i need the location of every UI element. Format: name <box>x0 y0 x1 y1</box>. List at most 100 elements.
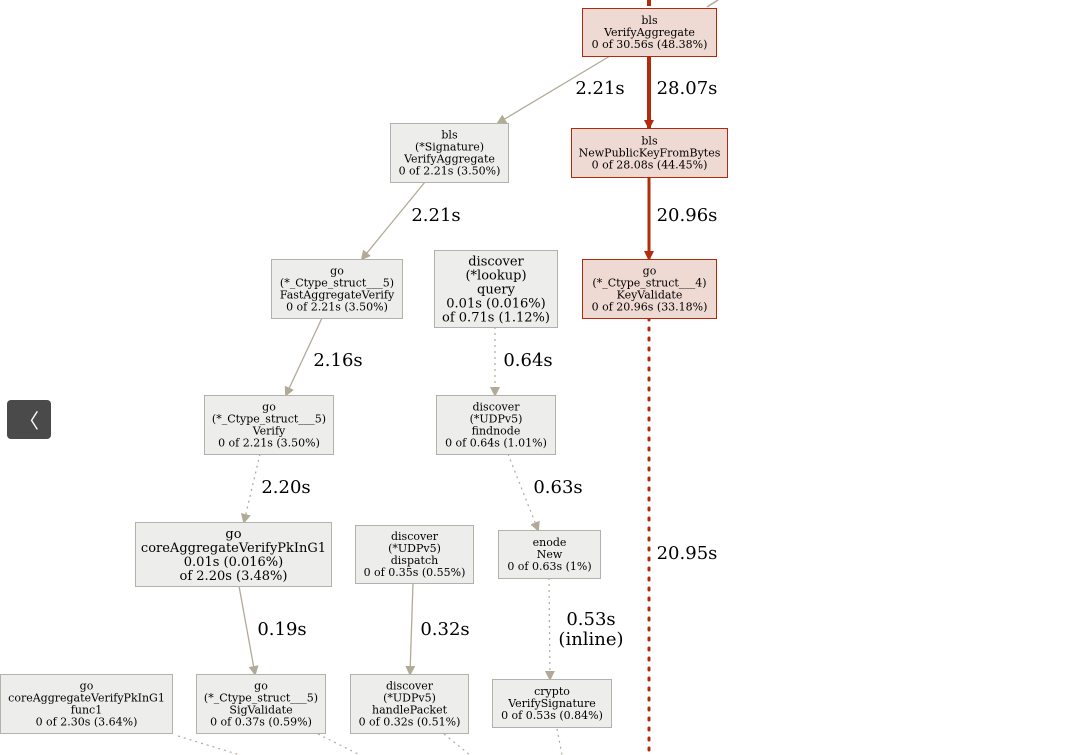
node-label-line: enode <box>533 536 567 549</box>
edge-label: 0.63s <box>533 477 582 498</box>
node-label-line: (*UDPv5) <box>470 413 523 426</box>
edge-bls_VerifyAggregate-to-bls_Signature_VerifyAggregate[interactable]: 2.21s <box>496 55 625 125</box>
node-label-line: 0 of 0.63s (1%) <box>507 560 591 573</box>
node-label-line: go <box>254 680 268 693</box>
node-label-line: of 0.71s (1.12%) <box>442 311 550 326</box>
edge-label: 28.07s <box>657 78 718 99</box>
node-label-line: discover <box>468 255 524 270</box>
collapse-panel-button[interactable]: 〈 <box>7 400 51 439</box>
node-label-line: go <box>80 680 94 693</box>
node-label-line: (*UDPv5) <box>388 542 441 555</box>
incoming-edge-cold <box>706 0 719 8</box>
edge-go_FastAggregateVerify-to-go_Verify[interactable]: 2.16s <box>284 317 363 397</box>
node-label-line: bls <box>441 129 458 142</box>
node-label-line: go <box>643 265 657 278</box>
edge-label: 0.53s <box>566 609 615 630</box>
node-label-line: VerifyAggregate <box>403 153 495 166</box>
node-label-line: coreAggregateVerifyPkInG1 <box>141 541 326 556</box>
node-label-line: 0 of 20.96s (33.18%) <box>592 301 708 314</box>
edge-bls_VerifyAggregate-to-bls_NewPublicKeyFromBytes[interactable]: 28.07s <box>644 56 718 130</box>
outgoing-edge-verifysignature <box>556 728 563 755</box>
edge-label: 0.19s <box>257 619 306 640</box>
node-label-line: NewPublicKeyFromBytes <box>579 147 721 160</box>
edge-discover_findnode-to-enode_New[interactable]: 0.63s <box>507 453 583 532</box>
node-label-line: 0 of 0.64s (1.01%) <box>445 437 547 450</box>
node-box <box>571 128 728 178</box>
node-label-line: discover <box>386 680 434 693</box>
edge-line <box>496 55 611 125</box>
node-label-line: dispatch <box>391 554 438 567</box>
outgoing-edge-sigvalidate <box>317 733 361 755</box>
node-label-line: 0 of 0.32s (0.51%) <box>359 716 461 729</box>
node-label-line: KeyValidate <box>617 289 683 302</box>
edge-bls_NewPublicKeyFromBytes-to-go_KeyValidate[interactable]: 20.96s <box>644 177 717 261</box>
edge-line <box>544 577 555 681</box>
node-label-line: VerifySignature <box>507 697 596 710</box>
node-label-line: (*_Ctype_struct___5) <box>212 413 326 426</box>
node-box <box>434 250 558 328</box>
node-label-line: (*_Ctype_struct___5) <box>204 692 318 705</box>
edge-label: 2.16s <box>313 350 362 371</box>
edge-go_KeyValidate-to-offscreen_below[interactable]: 20.95s <box>647 316 718 755</box>
node-label-line: (*_Ctype_struct___4) <box>592 277 706 290</box>
node-label-line: Verify <box>252 425 286 438</box>
node-label-line: 0 of 0.37s (0.59%) <box>210 716 312 729</box>
edge-label: 0.64s <box>503 350 552 371</box>
edge-enode_New-to-crypto_VerifySignature[interactable]: 0.53s(inline) <box>544 577 624 681</box>
node-label-line: query <box>477 283 516 298</box>
node-label-line: 0 of 30.56s (48.38%) <box>592 38 708 51</box>
edge-line <box>284 317 323 397</box>
node-label-line: FastAggregateVerify <box>280 289 395 302</box>
node-label-line: go <box>262 401 276 414</box>
edge-discover_lookup_query-to-discover_findnode[interactable]: 0.64s <box>490 327 553 397</box>
node-go_FastAggregateVerify[interactable]: go(*_Ctype_struct___5)FastAggregateVerif… <box>271 259 403 319</box>
edge-line <box>360 181 426 261</box>
node-label-line: go <box>225 527 241 542</box>
edge-label: 20.95s <box>657 543 718 564</box>
node-label-line: 0.01s (0.016%) <box>446 297 545 312</box>
node-box <box>135 522 332 587</box>
edge-bls_Signature_VerifyAggregate-to-go_FastAggregateVerify[interactable]: 2.21s <box>360 181 461 261</box>
node-label-line: VerifyAggregate <box>603 26 695 39</box>
edge-go_coreAggregateVerifyPkInG1-to-go_SigValidate[interactable]: 0.19s <box>238 585 307 676</box>
node-label-line: 0.01s (0.016%) <box>184 555 283 570</box>
edge-line <box>240 453 261 524</box>
node-label-line: handlePacket <box>372 704 448 717</box>
edge-go_Verify-to-go_coreAggregateVerifyPkInG1[interactable]: 2.20s <box>240 453 311 524</box>
node-box <box>582 259 717 319</box>
edge-line <box>507 453 540 532</box>
node-box <box>390 123 509 183</box>
node-label-line: bls <box>641 14 658 27</box>
node-label-line: discover <box>391 530 439 543</box>
node-box <box>271 259 403 319</box>
node-box <box>498 530 601 579</box>
node-label-line: func1 <box>71 704 102 717</box>
chevron-left-icon: 〈 <box>19 409 39 433</box>
edges-layer: 2.21s 28.07s 2.21s 20.96s 2.16s 0.64s 2.20s 0.6… <box>177 0 719 755</box>
node-label-line: 0 of 2.21s (3.50%) <box>399 165 501 178</box>
node-box <box>492 679 612 728</box>
edge-label: 2.21s <box>411 205 460 226</box>
node-label-line: 0 of 2.21s (3.50%) <box>286 301 388 314</box>
edge-discover_dispatch-to-discover_handlePacket[interactable]: 0.32s <box>405 582 470 676</box>
node-box <box>355 525 474 584</box>
edge-label: (inline) <box>558 629 623 650</box>
node-label-line: (*Signature) <box>415 141 484 154</box>
node-box <box>436 395 556 455</box>
node-label-line: (*_Ctype_struct___5) <box>280 277 394 290</box>
